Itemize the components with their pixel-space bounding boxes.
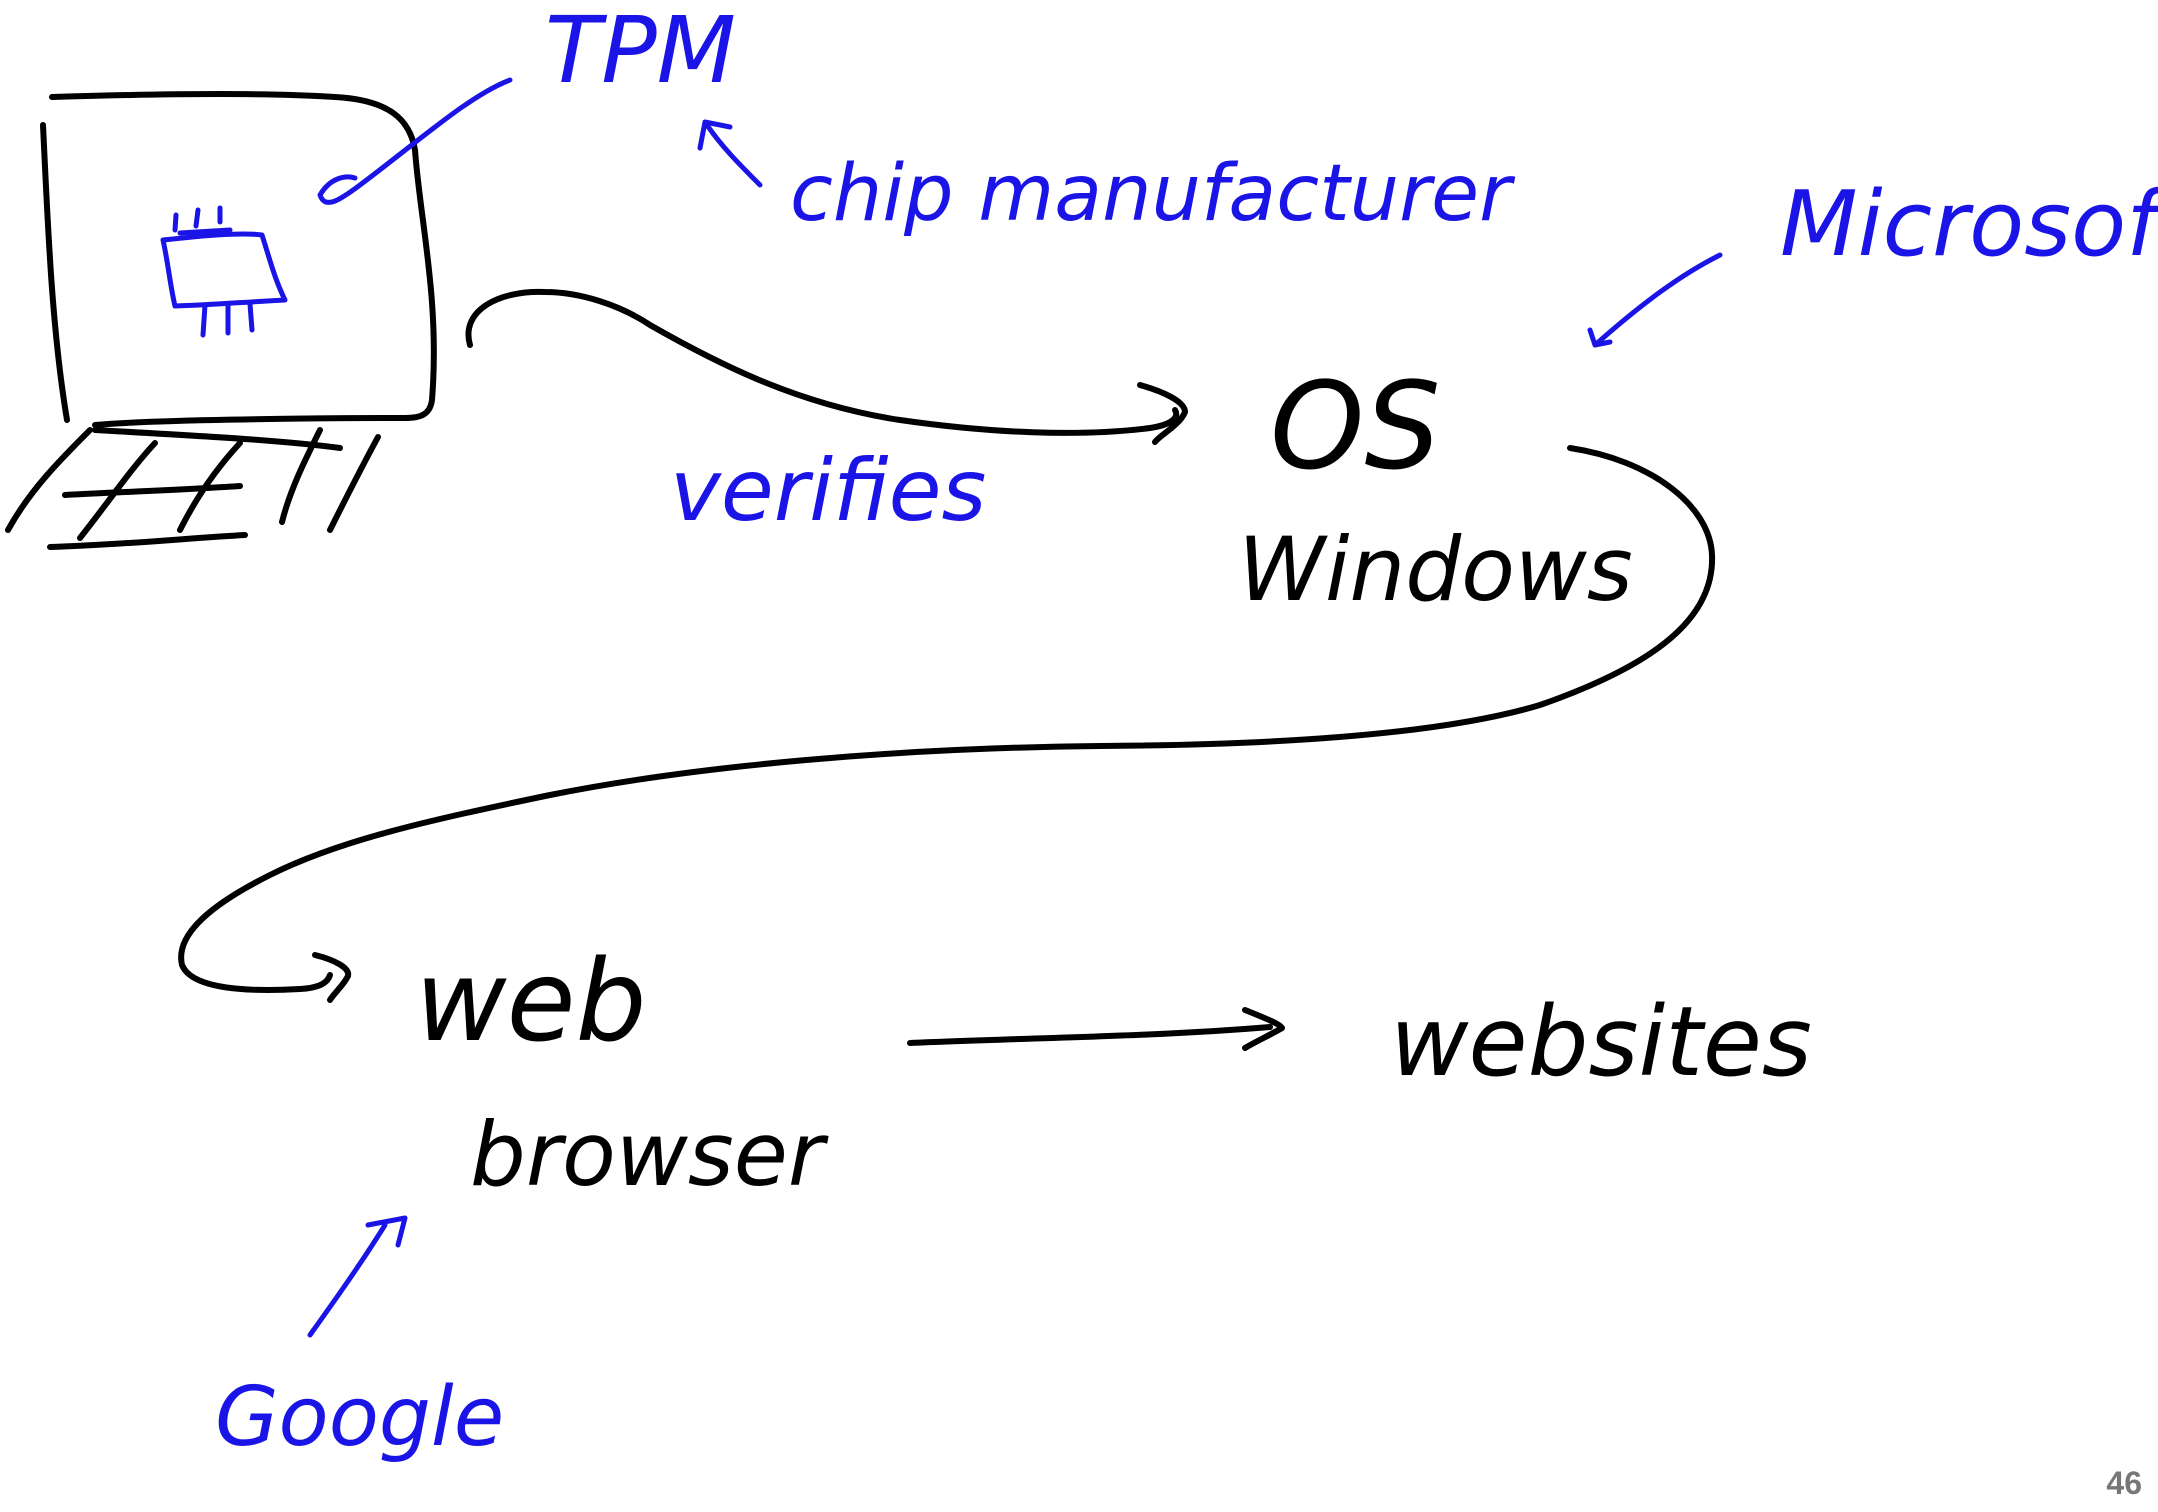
arrow-os-to-browser [178,445,1716,1003]
tpm-arrow [317,77,513,205]
arrow-laptop-to-os [465,288,1188,445]
arrow-browser-to-websites [907,1007,1285,1051]
google-label: Google [215,1370,504,1465]
os-label: OS [1270,358,1441,497]
web-label: web [415,937,647,1067]
google-arrow [307,1215,408,1338]
browser-label: browser [470,1103,829,1206]
chip-manufacturer-label: chip manufacturer [790,149,1516,239]
websites-label: websites [1390,986,1812,1098]
microsoft-arrow [1587,252,1723,348]
windows-label: Windows [1238,518,1633,621]
laptop-icon [5,90,437,550]
verifies-label: verifies [670,441,986,541]
up-arrow-icon [697,119,763,188]
slide-number: 46 [2106,1465,2142,1501]
chip-icon [160,205,288,338]
tpm-label: TPM [545,0,736,104]
microsoft-label: Microsoft [1780,172,2158,277]
